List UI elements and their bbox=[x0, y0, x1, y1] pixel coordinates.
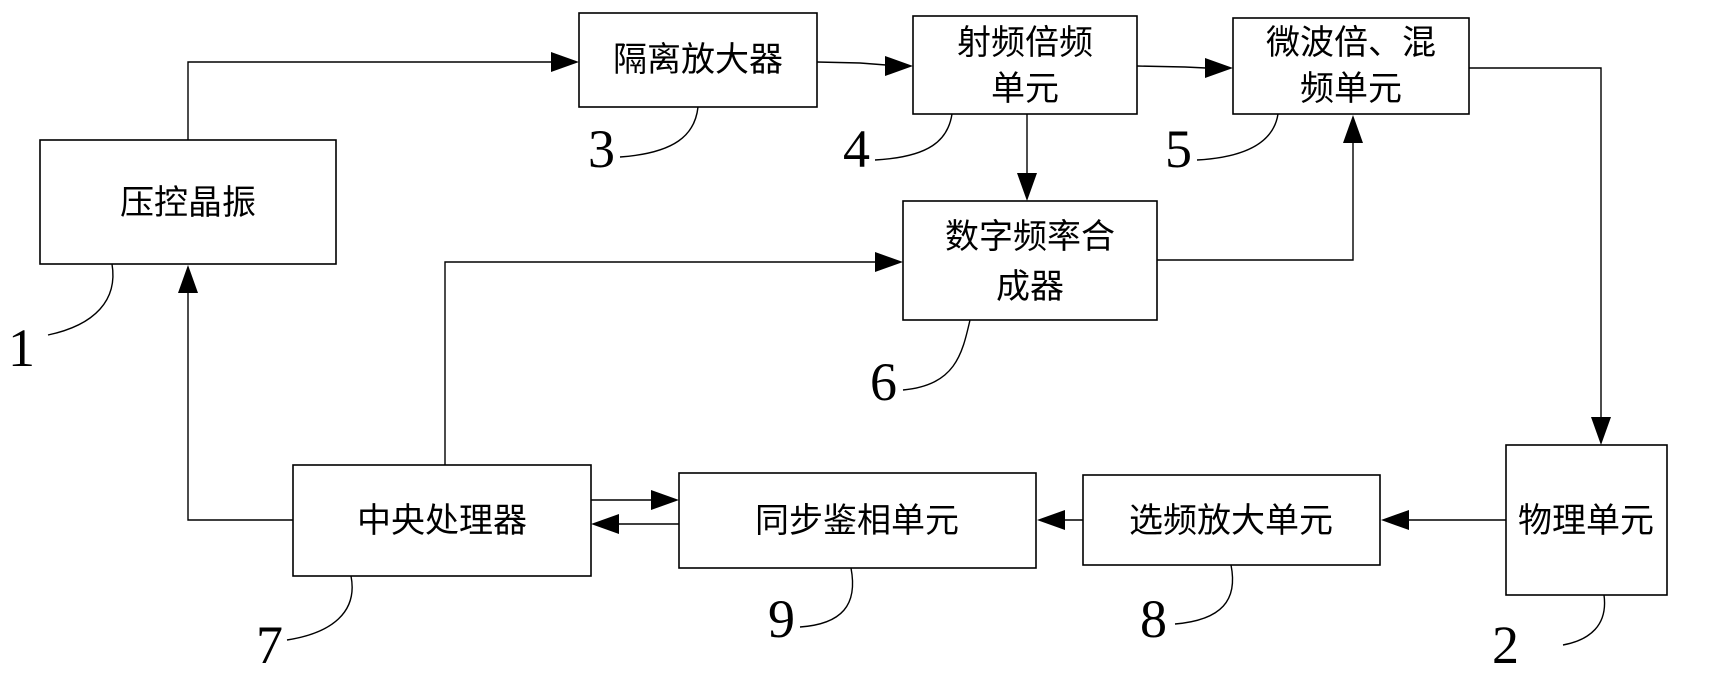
reference-number-4: 4 bbox=[843, 119, 870, 179]
wire-rf-multiplier-to-microwave-mixer bbox=[1137, 58, 1233, 78]
block-vcxo: 压控晶振 bbox=[40, 140, 336, 264]
wire-cpu-to-sync-phase-detector bbox=[591, 490, 679, 510]
block-vcxo-label: 压控晶振 bbox=[120, 183, 256, 223]
arrowhead bbox=[885, 56, 913, 76]
wire-sync-phase-detector-to-cpu bbox=[591, 514, 679, 534]
block-cpu-label: 中央处理器 bbox=[357, 501, 527, 541]
reference-number-9: 9 bbox=[768, 589, 795, 649]
leader-3 bbox=[620, 107, 698, 157]
reference-number-3: 3 bbox=[588, 119, 615, 179]
block-dds-label-line2: 成器 bbox=[996, 267, 1064, 307]
wire-freq-select-amp-to-sync-phase-detector bbox=[1037, 510, 1083, 530]
arrowhead bbox=[1381, 510, 1409, 530]
leader-6 bbox=[903, 320, 970, 390]
arrowhead bbox=[1037, 510, 1065, 530]
block-dds: 数字频率合 成器 bbox=[903, 201, 1157, 320]
wire-isolation-amp-to-rf-multiplier bbox=[817, 56, 913, 76]
reference-number-5: 5 bbox=[1165, 119, 1192, 179]
wire-rf-multiplier-to-dds bbox=[1017, 114, 1037, 201]
block-isolation-amp: 隔离放大器 bbox=[579, 13, 817, 107]
block-physics: 物理单元 bbox=[1506, 445, 1667, 595]
arrowhead bbox=[1017, 173, 1037, 201]
block-isolation-amp-label: 隔离放大器 bbox=[613, 40, 783, 80]
block-sync-phase-detector-label: 同步鉴相单元 bbox=[755, 501, 959, 541]
block-physics-label: 物理单元 bbox=[1518, 501, 1654, 541]
block-microwave-mixer-label-line1: 微波倍、混 bbox=[1266, 23, 1436, 63]
block-microwave-mixer-label-line2: 频单元 bbox=[1300, 69, 1402, 109]
wire-vcxo-to-isolation-amp bbox=[188, 52, 579, 140]
wire-physics-to-freq-select-amp bbox=[1381, 510, 1506, 530]
arrowhead bbox=[1343, 115, 1363, 143]
reference-number-8: 8 bbox=[1140, 589, 1167, 649]
leader-1 bbox=[48, 264, 113, 335]
block-rf-multiplier-label-line1: 射频倍频 bbox=[957, 23, 1093, 63]
block-freq-select-amp: 选频放大单元 bbox=[1083, 475, 1380, 565]
leader-8-9-leader bbox=[800, 568, 853, 627]
block-sync-phase-detector: 同步鉴相单元 bbox=[679, 473, 1036, 568]
arrowhead bbox=[1591, 417, 1611, 445]
arrowhead bbox=[551, 52, 579, 72]
leader-5 bbox=[1197, 114, 1278, 160]
block-cpu: 中央处理器 bbox=[293, 465, 591, 576]
leader-2 bbox=[1563, 595, 1605, 645]
wire-microwave-mixer-to-physics bbox=[1469, 68, 1611, 445]
reference-number-6: 6 bbox=[870, 352, 897, 412]
block-rf-multiplier: 射频倍频 单元 bbox=[913, 16, 1137, 114]
block-dds-label-line1: 数字频率合 bbox=[945, 217, 1115, 257]
reference-number-7: 7 bbox=[256, 615, 283, 675]
block-freq-select-amp-label: 选频放大单元 bbox=[1129, 501, 1333, 541]
wire-cpu-to-dds bbox=[445, 252, 903, 465]
leader-8 bbox=[1175, 565, 1233, 624]
arrowhead bbox=[591, 514, 619, 534]
arrowhead bbox=[651, 490, 679, 510]
leader-4 bbox=[875, 114, 952, 160]
wire-cpu-to-vcxo bbox=[178, 265, 293, 520]
leader-7 bbox=[287, 576, 352, 640]
reference-number-1: 1 bbox=[8, 318, 35, 378]
arrowhead bbox=[875, 252, 903, 272]
block-rf-multiplier-label-line2: 单元 bbox=[991, 69, 1059, 109]
block-microwave-mixer: 微波倍、混 频单元 bbox=[1233, 18, 1469, 114]
reference-number-2: 2 bbox=[1492, 615, 1519, 675]
arrowhead bbox=[1205, 58, 1233, 78]
arrowhead bbox=[178, 265, 198, 293]
